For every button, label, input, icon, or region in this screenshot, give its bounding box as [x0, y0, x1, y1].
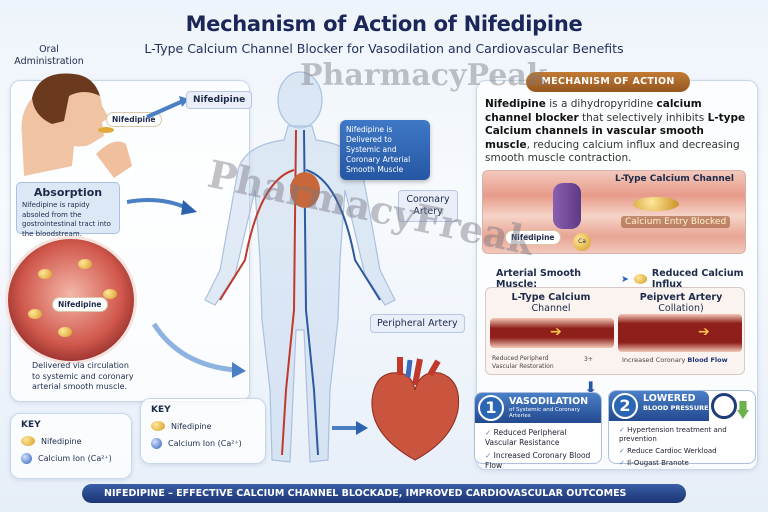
key-item-nifedipine: Nifedipine — [171, 421, 212, 431]
right-artery-title: Peipvert Artery — [639, 292, 723, 303]
yellow-pill-icon — [21, 436, 35, 446]
benefit-number: 2 — [612, 393, 638, 419]
left-artery-title: L-Type Calcium — [511, 292, 591, 303]
key-item-nifedipine: Nifedipine — [41, 436, 82, 446]
left-artery-subtitle: Channel — [531, 303, 571, 314]
nifedipine-tag: Nifedipine — [505, 230, 561, 245]
reduced-resistance-note: Reduced Peripherd Vascular Restoration — [492, 355, 554, 370]
l-type-channel-icon — [553, 183, 581, 229]
key-title: KEY — [151, 405, 171, 415]
calcium-entry-blocked-label: Calcium Entry Blocked — [621, 216, 731, 228]
absorption-text: Nifedipine is rapidy absoled from the go… — [22, 201, 111, 238]
mechanism-header: MECHANISM OF ACTION — [526, 72, 690, 92]
oral-administration-label: Oral Administration — [14, 44, 84, 67]
page-title: Mechanism of Action of Nifedipine — [185, 12, 583, 36]
flow-arrow-icon: ➔ — [698, 324, 710, 340]
nifedipine-arrow-label: Nifedipine — [186, 91, 253, 109]
arrow-icon — [146, 96, 189, 119]
delivered-text: Delivered via circulation to systemic an… — [32, 361, 134, 391]
peripheral-artery-label: Peripheral Artery — [370, 314, 465, 333]
calcium-ion-icon — [633, 274, 647, 284]
mechanism-description: Nifedipine is a dihydropyridine calcium … — [485, 98, 746, 164]
flow-arrow-icon: ➔ — [550, 324, 562, 340]
l-type-channel-label: L-Type Calcium Channel — [615, 174, 734, 184]
arrow-icon — [151, 322, 246, 378]
benefit-subtitle: BLOOD PRESSURE — [643, 404, 709, 412]
heart-icon — [290, 172, 320, 208]
blue-ion-icon — [151, 438, 162, 449]
key-title: KEY — [21, 420, 41, 430]
benefit-subtitle: of Systemic and Coronary Arteries — [509, 407, 581, 419]
increased-flow-note: Increased Coronary Blood Flow — [622, 356, 728, 364]
benefit-item: Il-Ougast Branote — [619, 459, 747, 468]
benefit-title: VASODILATION — [509, 396, 589, 407]
mid-note: 3+ — [584, 356, 593, 363]
benefit-item: Reduce Cardioc Werkload — [619, 447, 747, 456]
dilated-artery: ➔ — [618, 314, 742, 352]
benefit-item: Hypertension treatment and prevention — [619, 426, 747, 444]
key-legend-left: KEY Nifedipine Calcium Ion (Ca²⁺) — [10, 413, 132, 479]
down-arrow-icon — [737, 401, 749, 419]
calcium-channel-illustration: L-Type Calcium Channel Calcium Entry Blo… — [482, 170, 746, 254]
arterial-heading-left: Arterial Smooth Muscle: — [496, 268, 582, 290]
key-legend-center: KEY Nifedipine Calcium Ion (Ca²⁺) — [140, 398, 266, 464]
key-item-calcium: Calcium Ion (Ca²⁺) — [168, 439, 242, 448]
benefit-number: 1 — [478, 395, 504, 421]
arrow-icon — [126, 198, 197, 215]
right-artery-subtitle: Collation) — [658, 303, 704, 314]
benefit-item: Increased Coronary Blood Flow — [485, 451, 593, 471]
nifedipine-pill-icon — [633, 197, 679, 211]
page-subtitle: L-Type Calcium Channel Blocker for Vasod… — [144, 41, 624, 56]
absorption-box: Absorption Nifedipine is rapidy absoled … — [16, 182, 120, 238]
arterial-heading-right: Reduced Calcium Influx — [651, 268, 744, 290]
blue-ion-icon — [21, 453, 32, 464]
absorption-title: Absorption — [33, 186, 103, 199]
vessel-nifedipine-label: Nifedipine — [52, 297, 108, 312]
calcium-ion-icon: Ca — [573, 233, 591, 251]
delivered-info-box: Nifedipine is Delivered to Systemic and … — [340, 120, 430, 180]
footer-banner: NIFEDIPINE – EFFECTIVE CALCIUM CHANNEL B… — [82, 484, 686, 503]
yellow-pill-icon — [151, 421, 165, 431]
arterial-smooth-muscle-heading: Arterial Smooth Muscle: ➤ Reduced Calciu… — [496, 268, 768, 290]
arrow-icon — [332, 421, 368, 435]
constricted-artery: ➔ — [490, 318, 614, 348]
arrow-icon: ➤ — [620, 273, 629, 285]
person-taking-pill-illustration — [21, 73, 132, 178]
coronary-artery-label: Coronary Artery — [398, 190, 458, 222]
pill-icon — [98, 127, 114, 133]
benefit-item: Reduced Peripheral Vascular Resistance — [485, 428, 593, 448]
blood-vessel-illustration: Nifedipine — [5, 236, 137, 364]
human-circulatory-system-illustration — [204, 71, 396, 463]
heart-illustration — [371, 357, 460, 461]
blood-pressure-gauge-icon — [711, 393, 737, 419]
key-item-calcium: Calcium Ion (Ca²⁺) — [38, 454, 112, 463]
benefit-title: LOWERED — [643, 393, 696, 404]
